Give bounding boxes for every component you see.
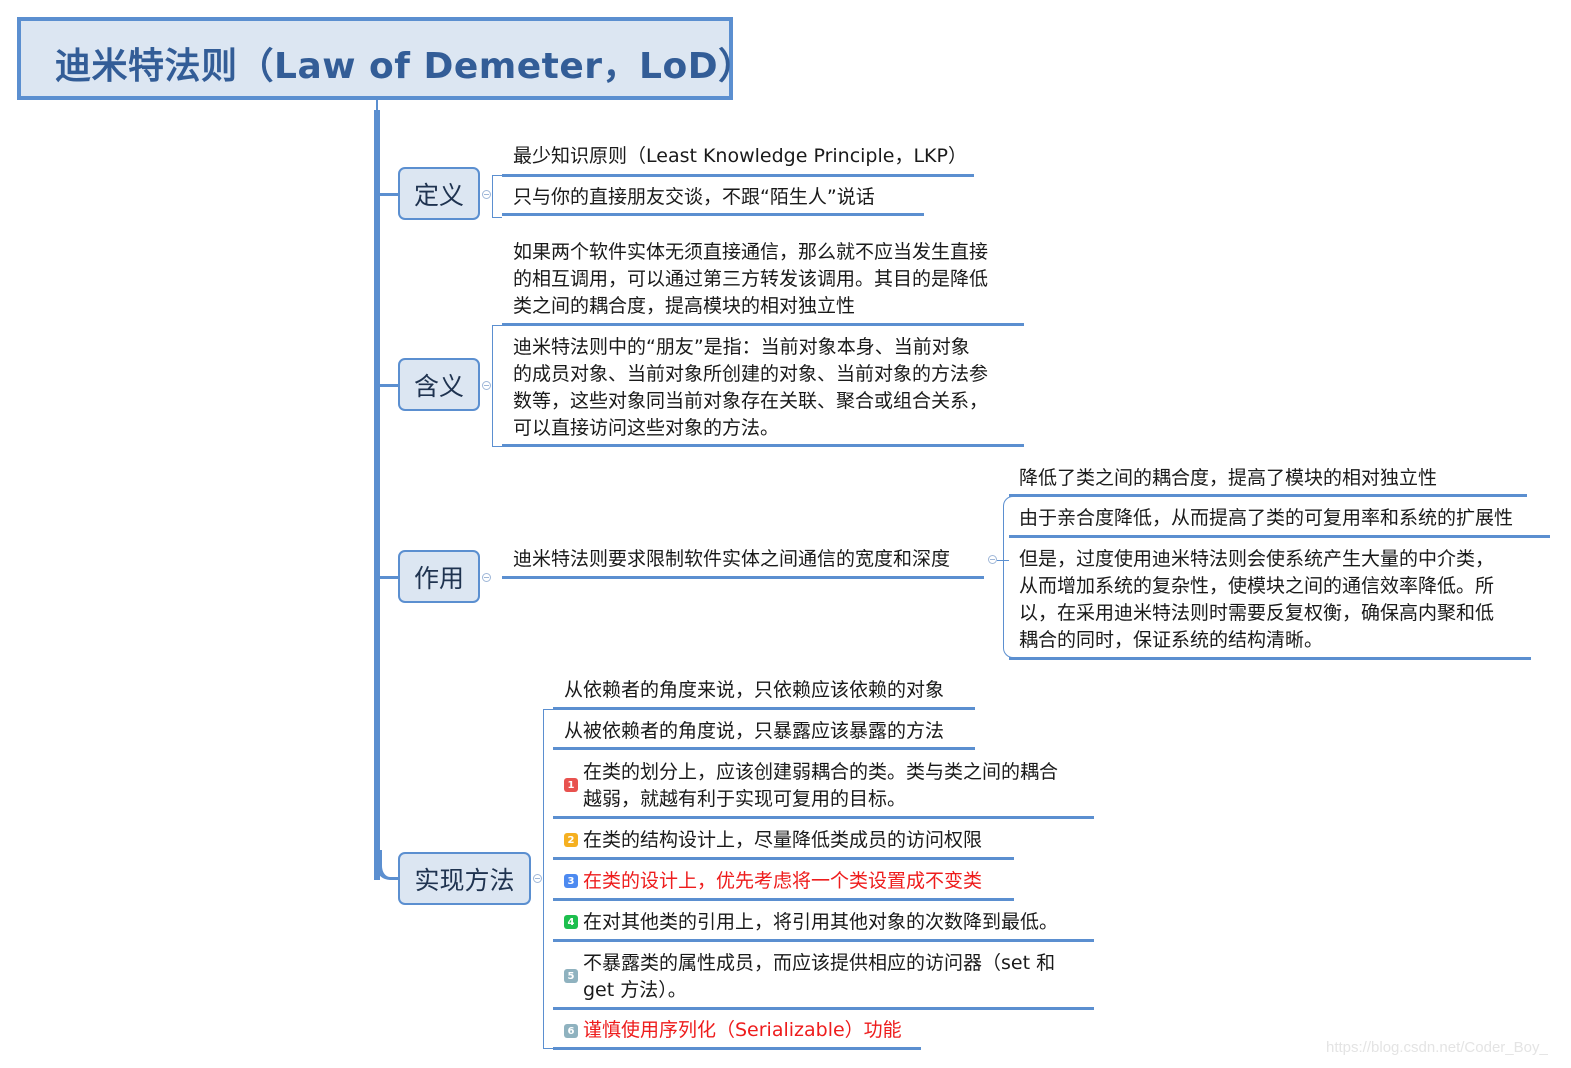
underline	[1009, 535, 1550, 538]
leaf-item[interactable]: 从依赖者的角度来说，只依赖应该依赖的对象	[564, 679, 945, 701]
leaf-item[interactable]: 在对其他类的引用上，将引用其他对象的次数降到最低。	[583, 911, 1059, 933]
underline	[502, 444, 1024, 447]
topic-label: 含义	[413, 371, 464, 401]
priority-5-icon: 5	[564, 969, 578, 983]
topic-definition[interactable]: 定义	[398, 167, 480, 220]
root-title: 迪米特法则（Law of Demeter，LoD）	[55, 46, 755, 87]
underline	[553, 747, 975, 750]
trunk-line	[374, 110, 380, 880]
underline	[553, 857, 1014, 860]
leaf-item[interactable]: 不暴露类的属性成员，而应该提供相应的访问器（set 和 get 方法）。	[583, 952, 1056, 1001]
underline	[1009, 657, 1531, 660]
topic-effect[interactable]: 作用	[398, 550, 480, 603]
leaf-item[interactable]: 如果两个软件实体无须直接通信，那么就不应当发生直接 的相互调用，可以通过第三方转…	[513, 241, 989, 317]
topic-meaning[interactable]: 含义	[398, 358, 480, 411]
leaf-item[interactable]: 最少知识原则（Least Knowledge Principle，LKP）	[513, 145, 967, 167]
leaf-item[interactable]: 在类的划分上，应该创建弱耦合的类。类与类之间的耦合 越弱，就越有利于实现可复用的…	[583, 761, 1059, 810]
branch-connector	[378, 576, 400, 579]
branch-connector	[378, 384, 400, 387]
underline	[1009, 494, 1527, 497]
priority-4-icon: 4	[564, 915, 578, 929]
underline	[502, 213, 924, 216]
priority-1-icon: 1	[564, 778, 578, 792]
leaf-item[interactable]: 但是，过度使用迪米特法则会使系统产生大量的中介类， 从而增加系统的复杂性，使模块…	[1019, 548, 1495, 651]
collapse-icon[interactable]	[482, 381, 491, 390]
branch-connector	[378, 193, 400, 196]
underline	[553, 707, 975, 710]
underline	[553, 816, 1094, 819]
priority-6-icon: 6	[564, 1024, 578, 1038]
collapse-icon[interactable]	[988, 555, 997, 564]
bracket-line	[492, 325, 502, 447]
effect-main-item[interactable]: 迪米特法则要求限制软件实体之间通信的宽度和深度	[513, 548, 951, 570]
watermark: https://blog.csdn.net/Coder_Boy_	[1326, 1039, 1548, 1056]
bracket-line	[492, 175, 502, 218]
underline	[553, 1047, 921, 1050]
topic-label: 定义	[413, 180, 464, 210]
leaf-item[interactable]: 在类的结构设计上，尽量降低类成员的访问权限	[583, 829, 983, 851]
priority-3-icon: 3	[564, 874, 578, 888]
bracket-line	[543, 709, 553, 1049]
underline	[502, 323, 1024, 326]
underline	[502, 576, 984, 579]
leaf-item[interactable]: 从被依赖者的角度说，只暴露应该暴露的方法	[564, 720, 945, 742]
leaf-item[interactable]: 降低了类之间的耦合度，提高了模块的相对独立性	[1019, 467, 1438, 489]
leaf-item[interactable]: 迪米特法则中的“朋友”是指：当前对象本身、当前对象 的成员对象、当前对象所创建的…	[513, 336, 989, 439]
leaf-item-highlighted[interactable]: 在类的设计上，优先考虑将一个类设置成不变类	[583, 870, 983, 892]
leaf-item[interactable]: 由于亲合度降低，从而提高了类的可复用率和系统的扩展性	[1019, 507, 1514, 529]
underline	[502, 174, 974, 177]
topic-label: 作用	[413, 563, 464, 593]
bracket-line	[1003, 496, 1013, 658]
underline	[553, 898, 1014, 901]
topic-implementation[interactable]: 实现方法	[398, 852, 531, 905]
leaf-item[interactable]: 只与你的直接朋友交谈，不跟“陌生人”说话	[513, 186, 875, 208]
collapse-icon[interactable]	[533, 874, 542, 883]
topic-label: 实现方法	[414, 865, 515, 895]
trunk-connector	[376, 100, 378, 112]
root-topic[interactable]: 迪米特法则（Law of Demeter，LoD）	[17, 17, 754, 100]
collapse-icon[interactable]	[482, 573, 491, 582]
branch-connector	[376, 850, 400, 880]
collapse-icon[interactable]	[482, 190, 491, 199]
leaf-item-highlighted[interactable]: 谨慎使用序列化（Serializable）功能	[583, 1019, 902, 1041]
underline	[553, 1007, 1094, 1010]
underline	[553, 939, 1094, 942]
priority-2-icon: 2	[564, 833, 578, 847]
